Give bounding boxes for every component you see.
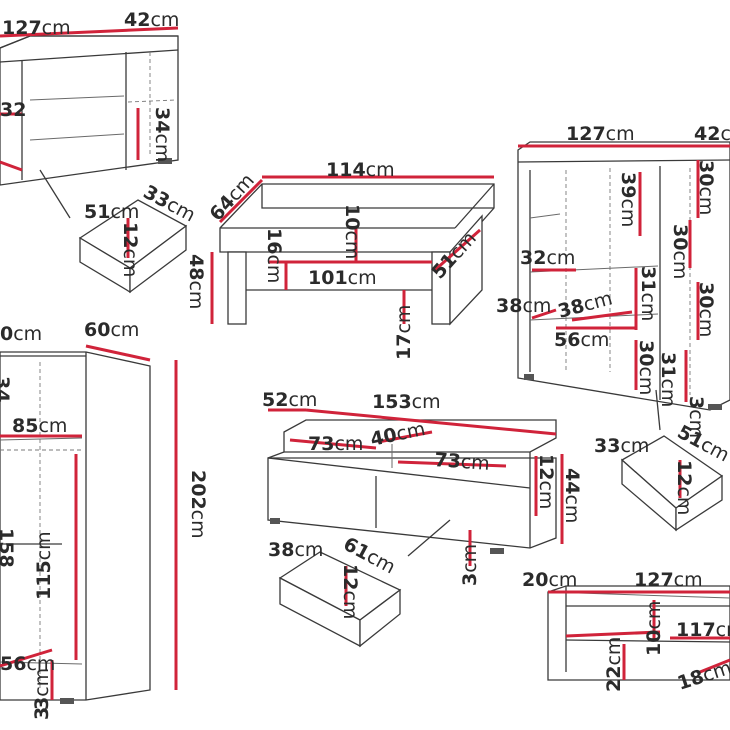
- dresser-drawer: [620, 389, 724, 532]
- sb-shelf-label: 32: [0, 99, 26, 121]
- vitrine-low-h-label: 30cm: [635, 340, 657, 395]
- table-length-label: 114cm: [326, 159, 395, 181]
- shelf-inner-w-label: 117cm: [676, 619, 730, 641]
- table-inner-h-label: 16cm: [263, 228, 285, 283]
- vitrine-width-label: 127cm: [566, 123, 635, 145]
- dr-drawer-h-label: 12cm: [673, 460, 695, 515]
- wall-shelf-drawing: [547, 585, 730, 681]
- vitrine-foot-h-label: 3cm: [685, 396, 707, 438]
- sideboard-drawing: [0, 26, 179, 186]
- vitrine-right-h3-label: 30cm: [695, 282, 717, 337]
- tv-top-h-label: 12cm: [535, 454, 557, 509]
- vitrine-shelf-w-label: 32cm: [520, 247, 575, 269]
- table-top-gap-label: 10cm: [341, 204, 363, 259]
- dr-drawer-d-label: 33cm: [594, 435, 649, 457]
- tv-drawer: [278, 551, 402, 648]
- tv-drawer-h-label: 12cm: [339, 564, 361, 619]
- wardrobe-side-mid-label: 158: [0, 528, 17, 568]
- sb-width-label: 127cm: [2, 17, 71, 39]
- wardrobe-base-label: 3: [31, 707, 53, 720]
- vitrine-right-h1-label: 30cm: [695, 160, 717, 215]
- tv-depth-label: 52cm: [262, 389, 317, 411]
- wardrobe-inner-h-label: 115cm: [33, 531, 55, 600]
- tv-stand-drawing: [267, 408, 564, 566]
- wardrobe-inner-w-label: 85cm: [12, 415, 67, 437]
- vitrine-right-h2-label: 30cm: [669, 224, 691, 279]
- vitrine-top-h-label: 39cm: [617, 172, 639, 227]
- wardrobe-width-label: 0cm: [0, 323, 42, 345]
- vitrine-depth-label: 42cm: [694, 123, 730, 145]
- wardrobe-bottom-w-label: 56cm: [0, 653, 55, 675]
- sb-depth-label: 42cm: [124, 9, 179, 31]
- wardrobe-side-top-label: 34: [0, 376, 13, 402]
- shelf-depth-label: 20cm: [522, 569, 577, 591]
- vitrine-drawer-w-label: 56cm: [554, 329, 609, 351]
- tv-comp1-label: 73cm: [308, 433, 363, 455]
- shelf-height-label: 22cm: [603, 637, 625, 692]
- table-leg-h-label: 17cm: [393, 305, 415, 360]
- wardrobe-drawing: [0, 344, 178, 704]
- vitrine-mid-h-label: 31cm: [637, 266, 659, 321]
- tv-drawer-d-label: 38cm: [268, 539, 323, 561]
- wardrobe-foot-label: 3cm: [31, 668, 53, 710]
- tv-width-label: 153cm: [372, 391, 441, 413]
- shelf-gap-label: 10cm: [643, 601, 665, 656]
- vitrine-drawing: [517, 141, 730, 411]
- vitrine-left-depth-label: 38cm: [496, 295, 551, 317]
- sb-drawer-h-label: 12cm: [119, 222, 141, 277]
- sb-inner-h-label: 34cm: [151, 107, 173, 162]
- tv-comp3-label: 73cm: [434, 449, 491, 475]
- tv-height-label: 44cm: [561, 468, 583, 523]
- table-shelf-label: 101cm: [308, 267, 377, 289]
- wardrobe-depth-label: 60cm: [84, 319, 139, 341]
- tv-foot-label: 3cm: [459, 544, 481, 586]
- coffee-table-drawing: [210, 175, 495, 326]
- sideboard-drawer: [39, 169, 188, 294]
- table-height-label: 48cm: [185, 254, 207, 309]
- vitrine-base-h-label: 31cm: [657, 352, 679, 407]
- shelf-width-label: 127cm: [634, 569, 703, 591]
- sb-drawer-w-label: 51cm: [84, 201, 139, 223]
- wardrobe-height-label: 202cm: [187, 470, 209, 539]
